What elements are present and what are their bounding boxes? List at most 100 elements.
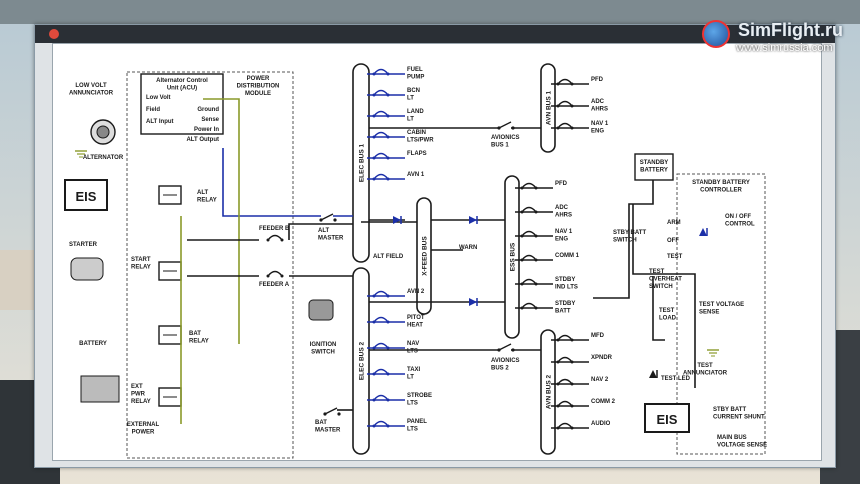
elec-bus-2-load-breaker-icon — [373, 290, 389, 297]
test-overheat-label: TEST — [649, 269, 665, 275]
alternator-label: ALTERNATOR — [83, 155, 124, 161]
avn-bus-2-load-breaker-icon-pin — [570, 404, 574, 408]
avn-bus-1-load-label: ENG — [591, 129, 604, 135]
avionics-bus-1-label: BUS 1 — [491, 143, 509, 149]
test-led-label: TEST LED — [661, 376, 691, 382]
avn-bus-1-load-breaker-icon-pin — [556, 82, 560, 86]
elec-bus-2-load-breaker-icon — [373, 342, 389, 349]
elec-bus-1-load-label: PUMP — [407, 75, 424, 81]
avn-bus-2-load-breaker-icon — [557, 356, 573, 363]
elec-bus-1-load-label: FLAPS — [407, 151, 427, 157]
ess-bus-load-label: IND LTS — [555, 285, 578, 291]
avn-bus-2-load-label: AUDIO — [591, 421, 611, 427]
ess-bus-load-label: NAV 1 — [555, 229, 573, 235]
avn-bus-1-load-breaker-icon — [557, 78, 573, 85]
avn-bus-2 — [540, 329, 556, 455]
bat-master-switch-icon-pin — [337, 412, 341, 416]
eis-right-box — [644, 403, 690, 433]
avionics-bus-2-switch-icon — [498, 343, 512, 351]
xfeed-bus-label: X-FEED BUS — [422, 236, 429, 276]
bat-relay-label: BAT — [189, 331, 201, 337]
test-annunciator-label: TEST — [697, 363, 713, 369]
elec-bus-2-load-label: AVN 2 — [407, 289, 425, 295]
avionics-bus-2-label: AVIONICS — [491, 358, 520, 364]
acu-low-volt: Low Volt — [146, 95, 171, 101]
ess-bus-load-label: STDBY — [555, 277, 575, 283]
elec-bus-1-load-breaker-icon — [373, 89, 389, 96]
ext-pwr-relay-label: EXT — [131, 384, 143, 390]
ext-pwr-relay-label: PWR — [131, 392, 146, 398]
acu-ground: Ground — [197, 107, 219, 113]
feeder-a-label: FEEDER A — [259, 282, 290, 288]
standby-battery-controller-box — [676, 173, 766, 455]
ess-bus-load-label: AHRS — [555, 213, 572, 219]
avn-bus-2-load-breaker-icon-pin — [570, 382, 574, 386]
elec-bus-1-load-breaker-icon-pin — [386, 177, 390, 181]
ess-bus-load-breaker-icon — [521, 302, 537, 309]
test-overheat-label: SWITCH — [649, 284, 673, 290]
start-relay-label: START — [131, 257, 151, 263]
feeder-b-breaker-icon-pin — [266, 238, 270, 242]
sbc-title: STANDBY BATTERY — [692, 180, 750, 186]
stby-batt-wire — [593, 180, 654, 299]
avn-bus-1-load-breaker-icon-pin — [556, 126, 560, 130]
elec-bus-1-load-breaker-icon-pin — [372, 93, 376, 97]
elec-bus-1-load-breaker-icon — [373, 152, 389, 159]
alt-relay-label: ALT — [197, 190, 209, 196]
warn-label: WARN — [459, 245, 477, 251]
alternator-icon-hub — [96, 125, 110, 139]
ess-bus-load-breaker-icon-pin — [534, 186, 538, 190]
elec-bus-2-load-breaker-icon-pin — [386, 372, 390, 376]
pdm-title: MODULE — [245, 91, 271, 97]
elec-bus-2-load-label: HEAT — [407, 323, 423, 329]
sbc-title: CONTROLLER — [700, 188, 742, 194]
feeder-b-breaker-icon — [267, 234, 283, 241]
test-label: TEST — [667, 254, 683, 260]
avn-bus-2-load-breaker-icon-pin — [556, 360, 560, 364]
stby-batt-switch-label: SWITCH — [613, 238, 637, 244]
elec-bus-1-load-breaker-icon-pin — [372, 72, 376, 76]
ignition-switch-label: SWITCH — [311, 350, 335, 356]
xfeed-bus — [416, 197, 432, 315]
ess-bus-load-breaker-icon-pin — [534, 210, 538, 214]
elec-bus-2-load-breaker-icon-pin — [386, 294, 390, 298]
ess-bus-load-breaker-icon-pin — [534, 258, 538, 262]
standby-battery-box — [634, 153, 674, 181]
main-bus-sense-label: MAIN BUS — [717, 435, 747, 441]
bat-master-label: BAT — [315, 420, 327, 426]
eis-right-label: EIS — [657, 412, 678, 427]
test-voltage-sense-label: TEST VOLTAGE — [699, 302, 744, 308]
low-volt-annunciator-label: ANNUNCIATOR — [69, 91, 114, 97]
elec-bus-1-load-label: FUEL — [407, 67, 423, 73]
elec-bus-1-load-breaker-icon — [373, 68, 389, 75]
elec-bus-2-load-breaker-icon — [373, 394, 389, 401]
feeder-b-label: FEEDER B — [259, 226, 290, 232]
elec-bus-1-label: ELEC BUS 1 — [359, 143, 366, 182]
elec-bus-2-load-breaker-icon-pin — [372, 320, 376, 324]
close-icon[interactable] — [49, 29, 59, 39]
low-volt-annunciator-label: LOW VOLT — [75, 83, 107, 89]
elec-bus-2-load-label: LTS — [407, 401, 418, 407]
avn-bus-1-load-breaker-icon-pin — [556, 104, 560, 108]
standby-battery-label: BATTERY — [640, 168, 668, 174]
elec2-diode-icon — [469, 298, 477, 306]
bat-relay-label: RELAY — [189, 339, 209, 345]
feeder-a-breaker-icon-pin — [280, 274, 284, 278]
avn-bus-2-load-label: NAV 2 — [591, 377, 609, 383]
start-relay-label: RELAY — [131, 265, 151, 271]
elec-bus-2-load-label: LT — [407, 375, 414, 381]
avn-bus-2-load-breaker-icon-pin — [570, 360, 574, 364]
avn-bus-2-load-breaker-icon-pin — [556, 404, 560, 408]
avn-bus-1-load-label: AHRS — [591, 107, 608, 113]
test-annunciator-label: ANNUNCIATOR — [683, 371, 728, 377]
feeder-a-breaker-icon-pin — [266, 274, 270, 278]
avn-bus-2-load-breaker-icon-pin — [570, 426, 574, 430]
off-label: OFF — [667, 238, 679, 244]
acu-field: Field — [146, 107, 160, 113]
elec-bus-2-load-breaker-icon-pin — [372, 372, 376, 376]
elec-bus-1-load-breaker-icon-pin — [386, 72, 390, 76]
alt-field-label: ALT FIELD — [373, 254, 404, 260]
elec-bus-2-load-breaker-icon-pin — [372, 346, 376, 350]
